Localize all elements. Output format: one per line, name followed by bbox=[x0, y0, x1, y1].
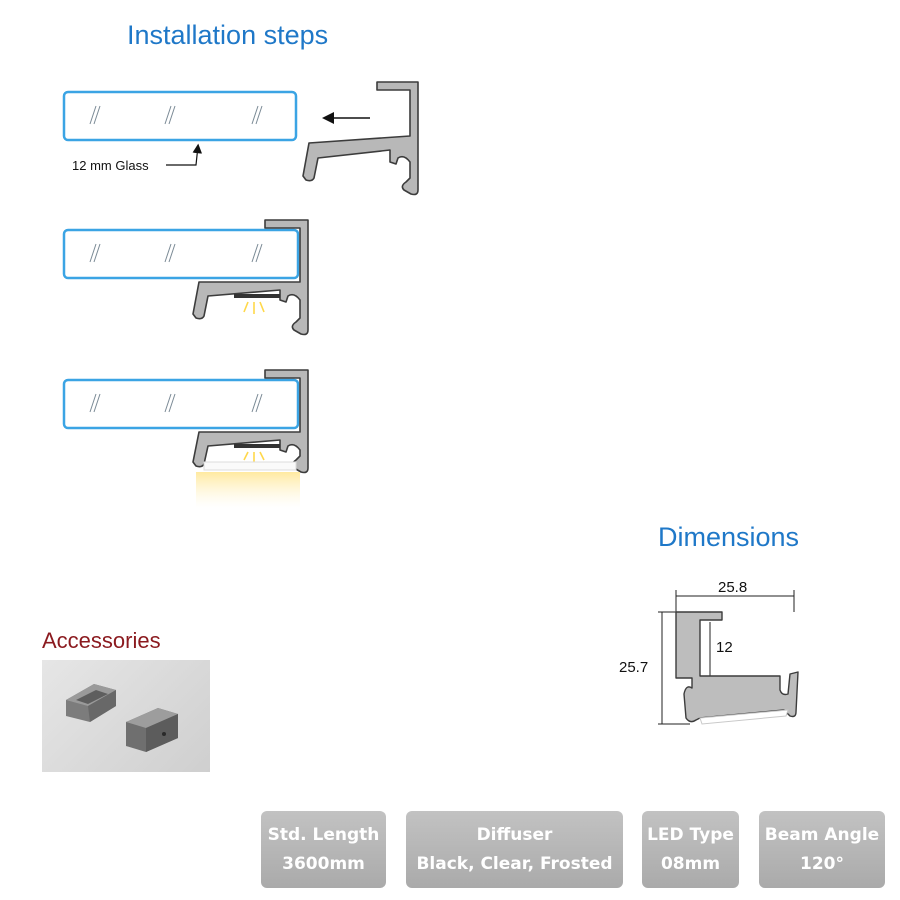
aluminium-profile bbox=[192, 219, 309, 336]
spec-value: 3600mm bbox=[282, 854, 365, 874]
accessories-title: Accessories bbox=[42, 628, 161, 653]
spec-value: 120° bbox=[800, 854, 844, 874]
accessories-photo bbox=[42, 660, 210, 772]
spec-badge-std-length: Std. Length 3600mm bbox=[261, 811, 386, 888]
spec-badge-beam-angle: Beam Angle 120° bbox=[759, 811, 885, 888]
dimensions-title: Dimensions bbox=[658, 522, 800, 552]
spec-value: Black, Clear, Frosted bbox=[416, 854, 613, 874]
spec-badge-diffuser: Diffuser Black, Clear, Frosted bbox=[406, 811, 623, 888]
spec-label: LED Type bbox=[647, 825, 734, 845]
diffuser-cover bbox=[203, 461, 297, 471]
led-rays bbox=[243, 301, 265, 314]
glass-hatch-marks bbox=[89, 393, 263, 413]
spec-label: Beam Angle bbox=[764, 825, 880, 845]
glass-panel bbox=[62, 90, 298, 142]
led-rays bbox=[243, 451, 265, 462]
dimension-width: 25.8 bbox=[718, 579, 747, 596]
spec-label: Std. Length bbox=[267, 825, 380, 845]
led-strip bbox=[234, 444, 280, 448]
dimension-inner: 12 bbox=[716, 639, 733, 656]
glass-hatch-marks bbox=[89, 105, 263, 125]
glass-panel bbox=[62, 378, 300, 430]
end-cap-closed bbox=[126, 708, 178, 752]
light-glow bbox=[196, 472, 300, 508]
step-3 bbox=[62, 369, 309, 508]
step-2 bbox=[62, 219, 309, 336]
glass-hatch-marks bbox=[89, 243, 263, 263]
spec-value: 08mm bbox=[660, 854, 721, 874]
installation-title: Installation steps bbox=[127, 20, 329, 50]
step-1: 12 mm Glass bbox=[62, 81, 419, 196]
aluminium-profile bbox=[302, 81, 419, 196]
profile-cross-section bbox=[675, 611, 799, 723]
spec-badge-led-type: LED Type 08mm bbox=[642, 811, 739, 888]
glass-panel bbox=[62, 228, 300, 280]
diffuser-lens bbox=[699, 709, 789, 725]
spec-label: Diffuser bbox=[476, 825, 553, 845]
led-strip bbox=[234, 294, 280, 298]
end-caps-illustration bbox=[66, 684, 178, 752]
installation-diagram: 12 mm Glass bbox=[62, 81, 419, 508]
glass-label: 12 mm Glass bbox=[72, 158, 149, 173]
dimension-height: 25.7 bbox=[619, 659, 648, 676]
end-cap-open bbox=[66, 684, 116, 722]
glass-label-leader bbox=[166, 143, 203, 166]
